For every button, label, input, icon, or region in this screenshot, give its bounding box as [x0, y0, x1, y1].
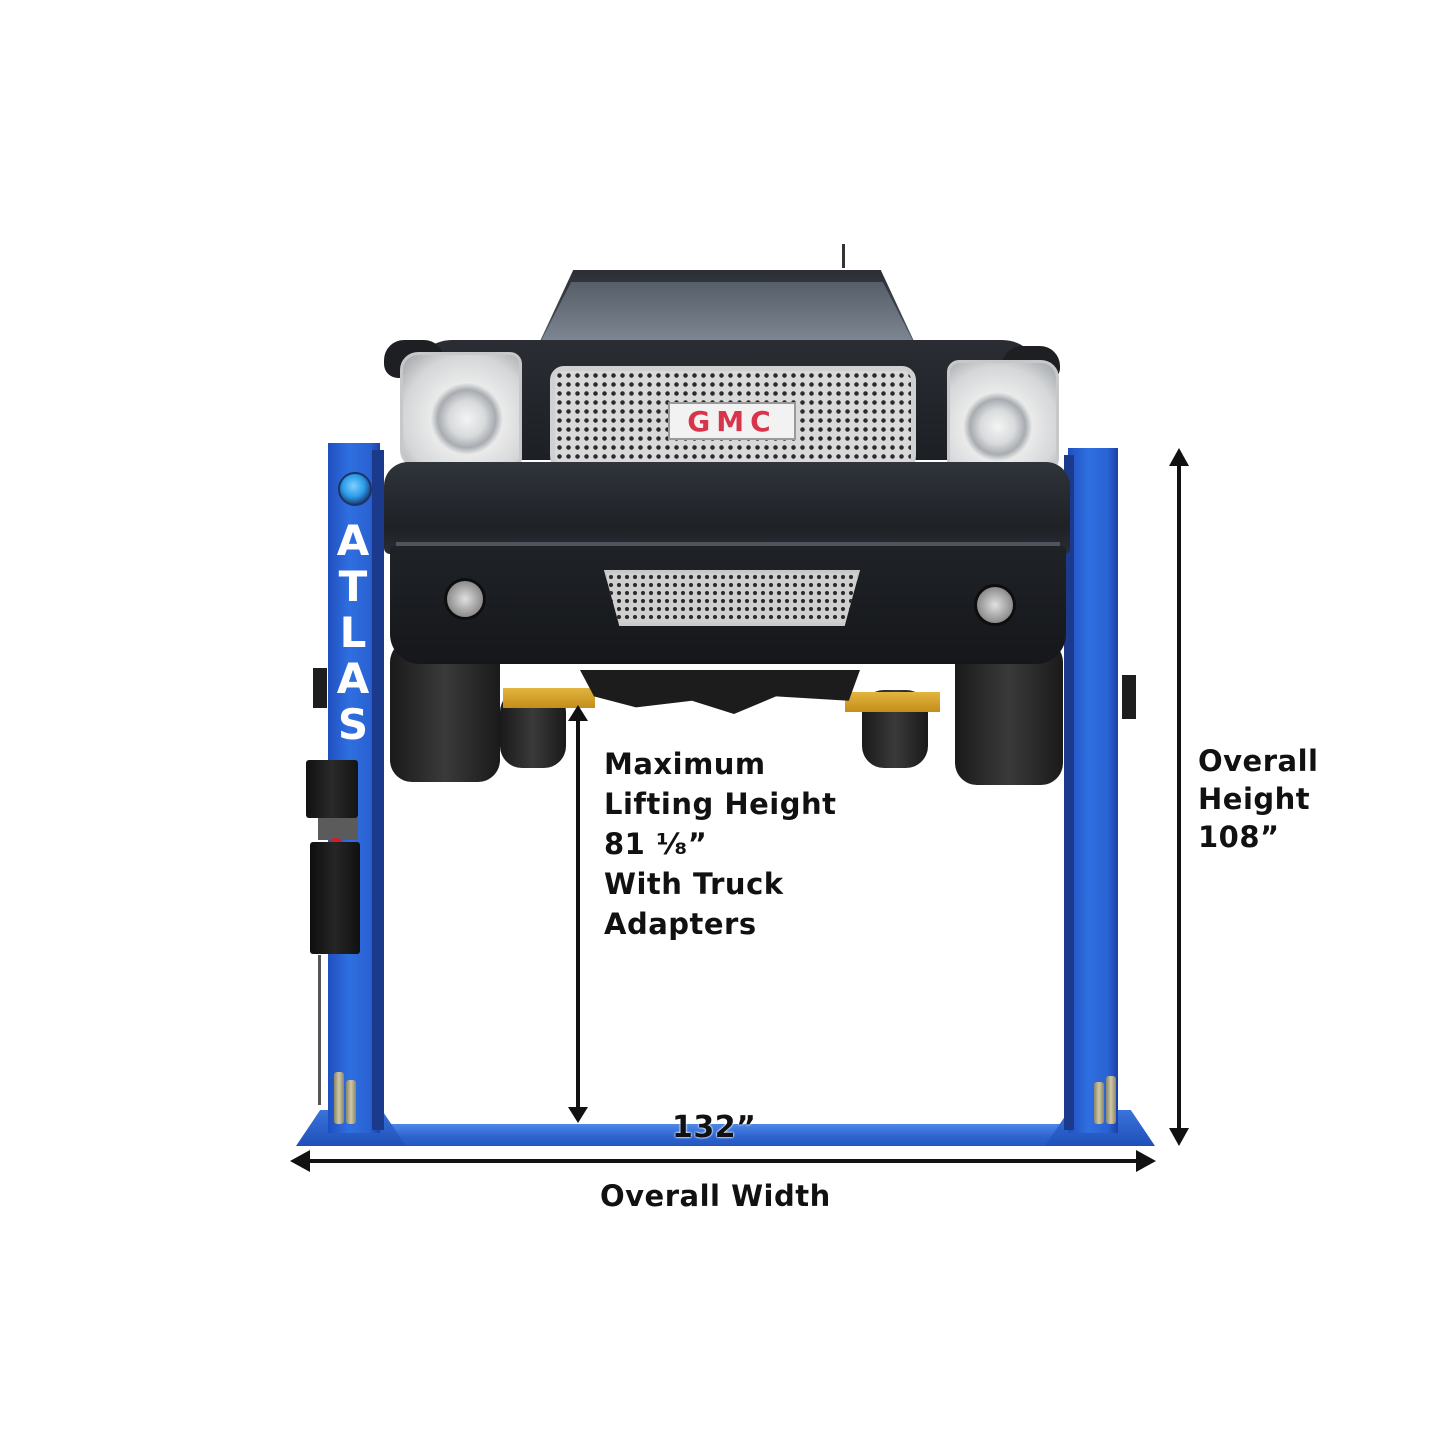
left-post-inner-channel — [372, 450, 384, 1130]
arrow-head-up-icon — [568, 705, 588, 721]
power-unit-motor — [306, 760, 358, 818]
fog-light-left — [444, 578, 486, 620]
windshield-glass — [538, 282, 916, 346]
atlas-letter: L — [339, 608, 367, 657]
overall-width-label: Overall Width — [600, 1179, 831, 1213]
max-lift-arrow — [568, 705, 588, 1123]
max-lift-line: Lifting Height — [604, 787, 837, 821]
left-post-cylinder — [334, 1072, 344, 1124]
overall-height-line: Overall — [1198, 744, 1319, 778]
bumper-crease — [396, 542, 1060, 546]
right-post-bumper — [1122, 675, 1136, 719]
floor-plate — [378, 1124, 1068, 1146]
right-post-cylinder — [1106, 1076, 1116, 1124]
atlas-letter: A — [336, 516, 370, 565]
right-post — [1068, 448, 1118, 1133]
lift-arm-left — [503, 688, 595, 708]
front-tire-right — [955, 640, 1063, 785]
max-lift-label: Maximum Lifting Height 81 ¹⁄₈” With Truc… — [604, 744, 837, 944]
max-lift-line: With Truck — [604, 867, 784, 901]
arrow-head-left-icon — [290, 1150, 310, 1172]
atlas-globe-logo-icon — [338, 472, 372, 506]
atlas-brand-text: A T L A S — [330, 518, 376, 748]
overall-height-label: Overall Height 108” — [1198, 742, 1318, 856]
lift-arm-right — [845, 692, 940, 712]
right-post-inner-channel — [1064, 455, 1074, 1130]
atlas-letter: T — [338, 562, 368, 611]
power-unit-reservoir — [310, 842, 360, 954]
arrow-head-down-icon — [568, 1107, 588, 1123]
atlas-letter: A — [336, 654, 370, 703]
atlas-letter: S — [337, 700, 369, 749]
max-lift-line: Adapters — [604, 907, 757, 941]
left-post-cylinder — [346, 1080, 356, 1124]
gmc-badge: GMC — [668, 402, 796, 440]
overall-width-arrow — [290, 1150, 1156, 1172]
arrow-shaft — [1177, 458, 1181, 1136]
power-unit-valve — [318, 818, 358, 840]
overall-height-line: Height — [1198, 782, 1311, 816]
front-bumper — [384, 462, 1070, 554]
vehicle: GMC — [382, 244, 1072, 692]
overall-height-arrow — [1169, 448, 1189, 1146]
hydraulic-hose — [318, 955, 321, 1105]
arrow-head-down-icon — [1169, 1128, 1189, 1146]
arrow-shaft — [576, 715, 580, 1113]
gmc-badge-text: GMC — [687, 404, 777, 438]
lower-grille — [604, 570, 860, 626]
right-post-cylinder — [1094, 1082, 1104, 1124]
arrow-head-right-icon — [1136, 1150, 1156, 1172]
max-lift-line: Maximum — [604, 747, 766, 781]
arrow-head-up-icon — [1169, 448, 1189, 466]
fog-light-right — [974, 584, 1016, 626]
max-lift-value: 81 ¹⁄₈” — [604, 827, 708, 861]
antenna — [842, 244, 845, 268]
overall-height-value: 108” — [1198, 820, 1280, 854]
headlight-left — [400, 352, 522, 468]
arrow-shaft — [302, 1159, 1144, 1163]
left-post-bumper — [313, 668, 327, 708]
headlight-right — [947, 360, 1059, 476]
overall-width-value: 132” — [672, 1110, 757, 1145]
